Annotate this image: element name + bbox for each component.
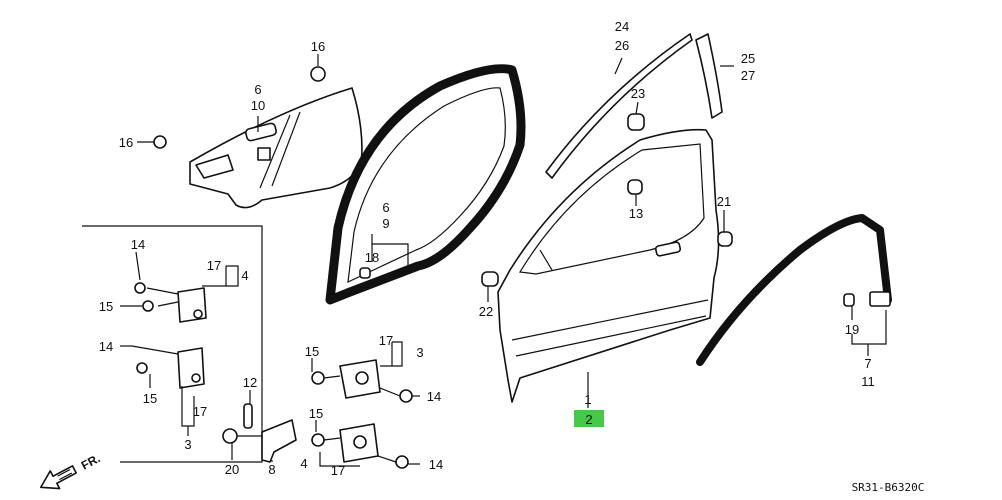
callout-15-d: 15 [309,406,323,421]
callout-14-b: 14 [99,339,113,354]
callout-27: 27 [741,68,755,83]
callout-11: 11 [861,374,875,389]
callout-17-d: 17 [331,463,345,478]
lower-hinge-assembly [131,345,205,389]
callout-26: 26 [615,38,629,53]
grommet-22 [481,271,499,287]
callout-15-a: 15 [99,299,113,314]
grommet-23 [627,113,645,131]
callout-14-d: 14 [429,457,443,472]
callout-1: 1 [584,392,591,407]
grommet-13 [627,179,643,195]
grommet-21 [717,231,733,247]
callout-23: 23 [631,86,645,101]
callout-7: 7 [864,356,871,371]
callout-13: 13 [629,206,643,221]
callout-21: 21 [717,194,731,209]
callout-16-left: 16 [119,135,133,150]
front-direction-arrow [40,465,78,490]
callout-6-strip: 6 [382,200,389,215]
door-panel [497,128,720,403]
door-checker [222,403,297,463]
upper-hinge-assembly [134,282,207,323]
callout-3-b: 3 [416,345,423,360]
callout-19: 19 [845,322,859,337]
callout-20: 20 [225,462,239,477]
callout-4-a: 4 [241,268,248,283]
diagram-code: SR31-B6320C [852,481,925,494]
callout-17-b: 17 [193,404,207,419]
bottom-hinge-assembly [311,423,409,469]
sash-trim [695,33,723,119]
callout-6-glass: 6 [254,82,261,97]
callout-17-c: 17 [379,333,393,348]
callout-4-b: 4 [300,456,307,471]
door-weatherstrip [325,64,526,305]
clip-18 [359,267,371,279]
callout-9: 9 [382,216,389,231]
direction-label: FR. [79,451,103,472]
lower-weatherstrip [696,214,892,366]
callout-2: 2 [585,412,592,427]
clip-16-left [153,135,167,149]
clip-19 [843,293,855,307]
callout-25: 25 [741,51,755,66]
callout-8: 8 [268,462,275,477]
callout-12: 12 [243,375,257,390]
callout-14-c: 14 [427,389,441,404]
door-glass [189,87,363,209]
callout-15-c: 15 [305,344,319,359]
callout-16-top: 16 [311,39,325,54]
callout-2-highlight [574,410,604,427]
callout-3-a: 3 [184,437,191,452]
callout-15-b: 15 [143,391,157,406]
callout-10: 10 [251,98,265,113]
callout-22: 22 [479,304,493,319]
callout-14-a: 14 [131,237,145,252]
callout-18: 18 [365,250,379,265]
belt-molding [545,33,693,179]
callout-17-a: 17 [207,258,221,273]
callout-24: 24 [615,19,629,34]
clip-16-upper [310,66,326,82]
